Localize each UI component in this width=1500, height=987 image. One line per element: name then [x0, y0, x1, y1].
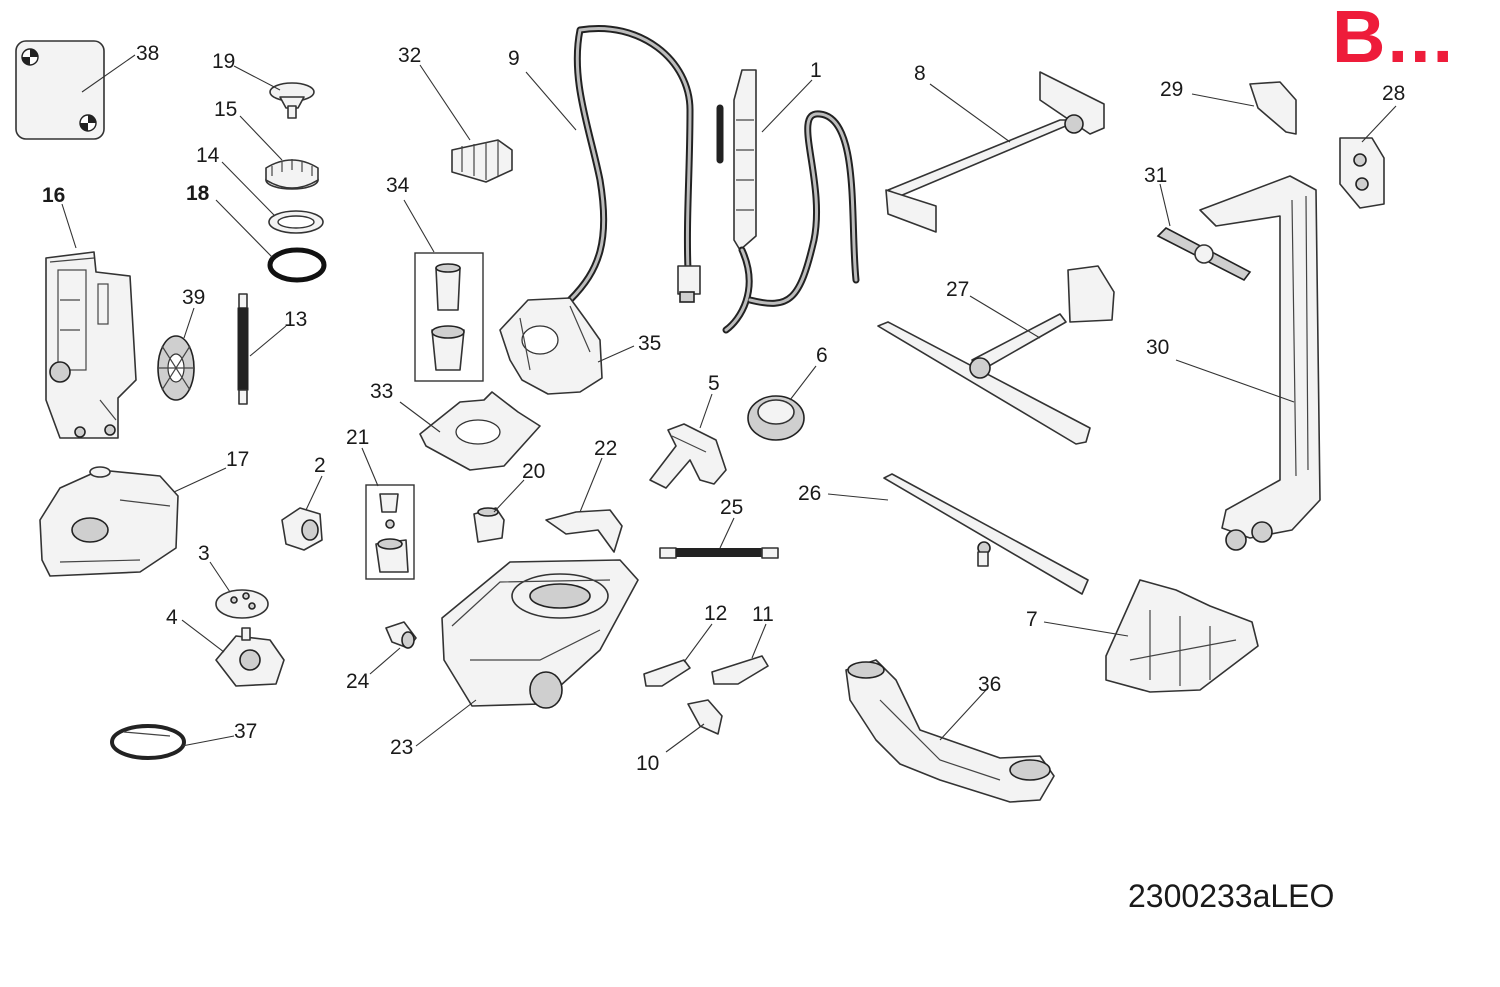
- callout-14: 14: [196, 144, 220, 167]
- part-33-gasket-plate: [419, 391, 541, 471]
- part-22-bracket: [545, 509, 623, 553]
- part-2-seal: [281, 507, 323, 551]
- part-25-short-hose: [659, 547, 779, 559]
- callout-38: 38: [136, 42, 159, 65]
- callout-27: 27: [946, 278, 969, 301]
- callout-33: 33: [370, 380, 393, 403]
- part-27-spray-arm: [877, 265, 1115, 445]
- callout-24: 24: [346, 670, 370, 693]
- part-8-spray-tube: [885, 71, 1105, 233]
- part-17-tank: [39, 466, 179, 577]
- part-24-plug: [385, 621, 417, 649]
- part-14-ring: [268, 210, 324, 234]
- callout-30: 30: [1146, 336, 1169, 359]
- callout-7: 7: [1026, 608, 1038, 631]
- part-30-supply-pipe: [1199, 175, 1321, 551]
- truncated-brand-badge: B...: [1332, 0, 1456, 78]
- part-37-clamp: [110, 724, 186, 760]
- callout-12: 12: [704, 602, 727, 625]
- callout-39: 39: [182, 286, 205, 309]
- callout-37: 37: [234, 720, 257, 743]
- part-32-bracket: [451, 139, 513, 183]
- callout-18: 18: [186, 182, 210, 205]
- part-9-hose: [566, 25, 701, 304]
- part-34-filter-kit: [414, 252, 484, 382]
- callout-34: 34: [386, 174, 410, 197]
- callout-32: 32: [398, 44, 421, 67]
- diagram-reference-code: 2300233aLEO: [1128, 878, 1335, 914]
- part-1-duct: [716, 69, 860, 334]
- part-6-valve: [747, 395, 805, 441]
- part-36-lower-assembly: [845, 659, 1055, 803]
- part-11-clip: [711, 655, 769, 685]
- part-31-spray-arm: [1156, 227, 1252, 282]
- callout-28: 28: [1382, 82, 1405, 105]
- callout-25: 25: [720, 496, 743, 519]
- callout-15: 15: [214, 98, 237, 121]
- callout-31: 31: [1144, 164, 1167, 187]
- callout-1: 1: [810, 59, 822, 82]
- part-5-drain-pipe: [649, 423, 727, 489]
- callout-2: 2: [314, 454, 326, 477]
- callout-13: 13: [284, 308, 307, 331]
- callout-6: 6: [816, 344, 828, 367]
- callout-8: 8: [914, 62, 926, 85]
- part-20-sensor: [473, 507, 505, 543]
- callout-9: 9: [508, 47, 520, 70]
- callout-19: 19: [212, 50, 235, 73]
- part-23-sump: [441, 559, 639, 709]
- callout-17: 17: [226, 448, 249, 471]
- callout-36: 36: [978, 673, 1001, 696]
- part-18-gasket: [267, 247, 327, 283]
- part-28-connector: [1339, 137, 1385, 209]
- part-12-clip: [643, 659, 691, 687]
- callout-10: 10: [636, 752, 659, 775]
- part-7-rack: [1105, 579, 1259, 693]
- part-16-panel: [45, 251, 137, 439]
- callout-35: 35: [638, 332, 661, 355]
- callout-4: 4: [166, 606, 178, 629]
- part-10-clip: [687, 699, 723, 735]
- part-3-filter-disc: [215, 589, 269, 619]
- callout-3: 3: [198, 542, 210, 565]
- part-4-pump-motor: [215, 627, 285, 687]
- callout-labels: 1 2 3 4 5 6 7 8 9 10 11 12 13 14 15 16 1…: [42, 42, 1405, 775]
- part-19-cap: [269, 82, 315, 119]
- callout-16: 16: [42, 184, 65, 207]
- callout-23: 23: [390, 736, 413, 759]
- part-15-lid: [265, 159, 319, 190]
- callout-26: 26: [798, 482, 821, 505]
- part-26-lower-spray-arm: [883, 473, 1089, 595]
- part-38-sticker: [15, 40, 105, 140]
- part-13-tube: [237, 293, 249, 405]
- part-39-disc: [157, 335, 195, 401]
- part-21-valve-kit: [365, 484, 415, 580]
- part-29-clip: [1249, 81, 1297, 135]
- callout-11: 11: [752, 603, 774, 626]
- callout-22: 22: [594, 437, 617, 460]
- part-35-sump-housing: [499, 297, 603, 395]
- callout-29: 29: [1160, 78, 1183, 101]
- callout-5: 5: [708, 372, 720, 395]
- callout-21: 21: [346, 426, 369, 449]
- callout-20: 20: [522, 460, 545, 483]
